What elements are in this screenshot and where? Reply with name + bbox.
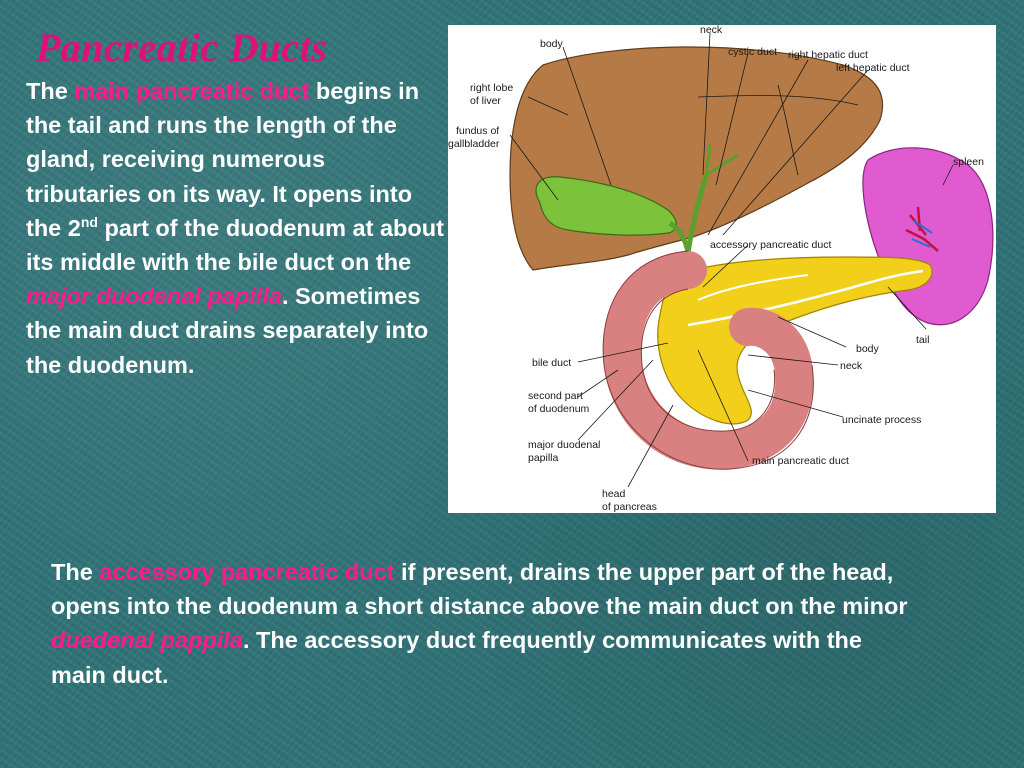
- label-head-1: head: [602, 488, 626, 500]
- spleen-shape: [862, 147, 994, 326]
- label-body-top: body: [540, 38, 564, 50]
- pancreas-diagram: neck body cystic duct right hepatic duct…: [448, 25, 994, 513]
- duodenum-shape: [603, 251, 814, 470]
- label-bile-duct: bile duct: [532, 357, 571, 369]
- label-left-hepatic-duct: left hepatic duct: [836, 62, 910, 74]
- label-head-2: of pancreas: [602, 501, 657, 513]
- major-papilla-term: major duodenal papilla: [26, 283, 282, 310]
- main-duct-term: main pancreatic duct: [74, 78, 310, 104]
- label-main-pancreatic-duct: main pancreatic duct: [752, 455, 849, 467]
- label-body: body: [856, 343, 880, 355]
- label-major-papilla-2: papilla: [528, 452, 559, 464]
- label-right-lobe-2: of liver: [470, 95, 501, 107]
- accessory-duct-paragraph: The accessory pancreatic duct if present…: [51, 559, 908, 688]
- label-neck: neck: [840, 360, 863, 372]
- minor-papilla-term: duedenal pappila: [51, 627, 243, 654]
- accessory-duct-term: accessory pancreatic duct: [99, 559, 395, 585]
- slide-title: Pancreatic Ducts: [36, 25, 328, 70]
- label-neck-top: neck: [700, 25, 723, 36]
- anatomy-figure: neck body cystic duct right hepatic duct…: [448, 25, 996, 513]
- label-fundus-2: gallbladder: [448, 138, 500, 150]
- label-fundus-1: fundus of: [456, 125, 499, 137]
- label-right-hepatic-duct: right hepatic duct: [788, 49, 868, 61]
- liver-shape: [509, 46, 884, 271]
- label-second-part-2: of duodenum: [528, 403, 590, 415]
- label-cystic-duct: cystic duct: [728, 46, 777, 58]
- main-duct-paragraph: The main pancreatic duct begins in the t…: [26, 78, 444, 378]
- label-tail: tail: [916, 334, 929, 346]
- label-uncinate-process: uncinate process: [842, 414, 921, 426]
- label-second-part-1: second part: [528, 390, 583, 402]
- label-right-lobe-1: right lobe: [470, 82, 513, 94]
- label-major-papilla-1: major duodenal: [528, 439, 600, 451]
- label-spleen: spleen: [953, 156, 984, 168]
- label-accessory-pancreatic-duct: accessory pancreatic duct: [710, 239, 831, 251]
